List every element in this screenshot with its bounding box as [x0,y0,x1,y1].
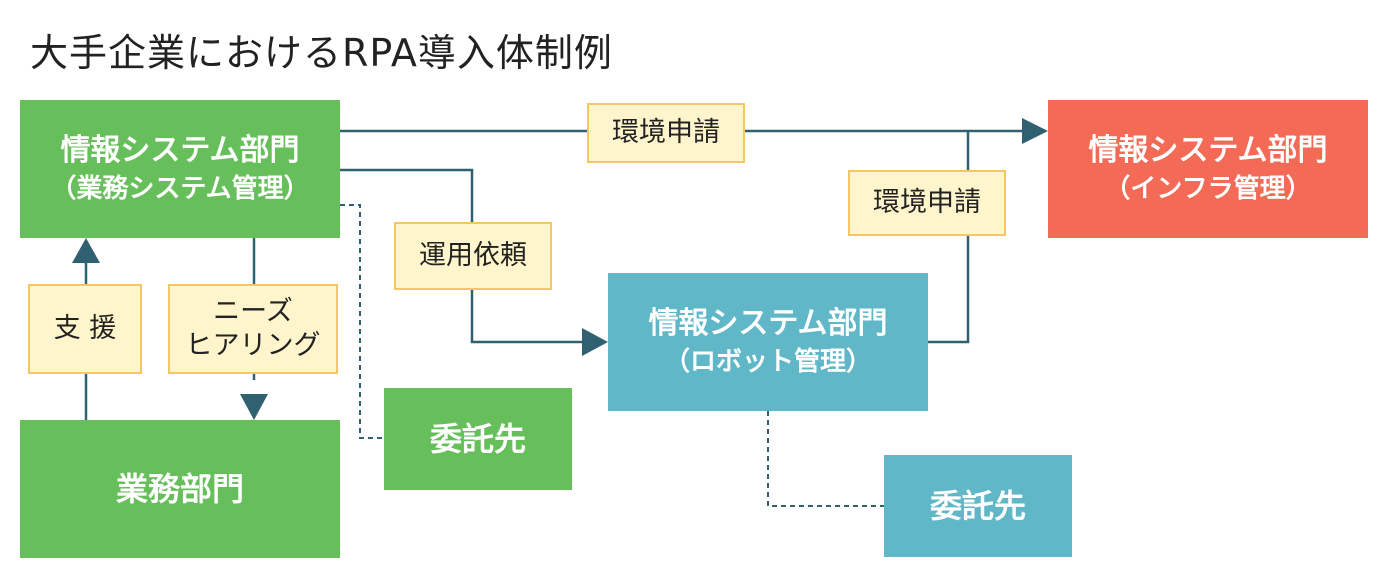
arrowhead-to-business [240,394,268,420]
node-it-business: 情報システム部門 （業務システム管理） [20,100,340,238]
node-business-dept-title: 業務部門 [115,470,244,508]
page-title: 大手企業におけるRPA導入体制例 [30,31,613,75]
label-support: 支 援 [28,284,142,374]
label-ops-request: 運用依頼 [394,222,552,290]
node-it-business-subtitle: （業務システム管理） [50,174,310,204]
node-contractor-2-title: 委託先 [929,487,1026,525]
label-needs-hearing: ニーズ ヒアリング [168,284,338,374]
node-it-infra: 情報システム部門 （インフラ管理） [1048,100,1368,238]
label-ops-request-text: 運用依頼 [419,240,527,271]
arrowhead-to-robot [582,328,608,356]
label-needs-hearing-line2: ヒアリング [185,330,321,361]
arrowhead-to-infra [1022,118,1048,144]
node-it-robot: 情報システム部門 （ロボット管理） [608,273,928,411]
label-env-request-top: 環境申請 [587,103,745,163]
label-env-request-right-text: 環境申請 [873,187,981,218]
node-contractor-1: 委託先 [384,388,572,490]
connector-contractor-1 [340,204,384,439]
node-it-infra-title: 情報システム部門 [1088,133,1328,168]
label-needs-hearing-line1: ニーズ [213,296,293,327]
label-support-text: 支 援 [53,313,117,344]
node-it-infra-subtitle: （インフラ管理） [1104,174,1312,204]
node-contractor-2: 委託先 [884,455,1072,557]
node-it-robot-title: 情報システム部門 [648,306,888,341]
arrowhead-to-it-business [72,238,100,263]
connector-env-request-right [928,131,970,344]
connector-contractor-2 [767,411,884,507]
node-it-business-title: 情報システム部門 [60,133,300,168]
node-contractor-1-title: 委託先 [429,420,526,458]
label-env-request-right: 環境申請 [848,170,1006,236]
node-it-robot-subtitle: （ロボット管理） [663,347,872,377]
label-env-request-top-text: 環境申請 [612,117,720,148]
node-business-dept: 業務部門 [20,420,340,558]
